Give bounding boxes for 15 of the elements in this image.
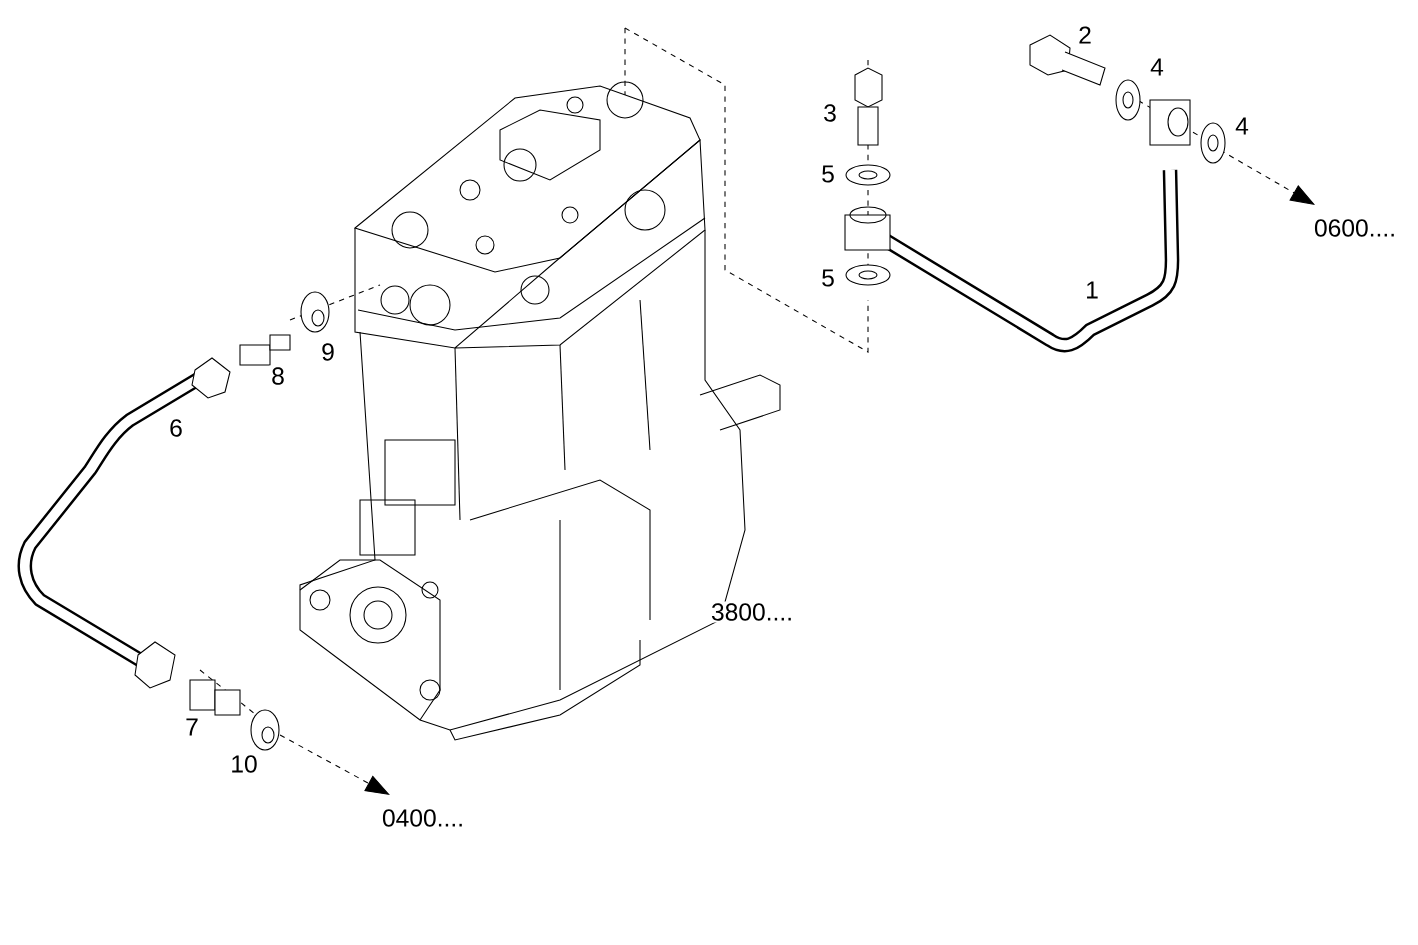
callout-number: 4: [1233, 115, 1251, 137]
callout-number: 9: [319, 341, 337, 363]
callout-number: 8: [269, 365, 287, 387]
reference-number: 0400....: [380, 807, 466, 829]
callout-number: 6: [167, 417, 185, 439]
reference-number: 3800....: [709, 601, 795, 623]
callout-number: 1: [1083, 279, 1101, 301]
callout-number: 10: [228, 753, 260, 775]
callout-number: 2: [1076, 24, 1094, 46]
callout-number: 5: [819, 267, 837, 289]
callout-number: 5: [819, 163, 837, 185]
reference-number: 0600....: [1312, 217, 1398, 239]
callout-number: 4: [1148, 56, 1166, 78]
callout-number: 7: [183, 716, 201, 738]
callout-number: 3: [821, 102, 839, 124]
